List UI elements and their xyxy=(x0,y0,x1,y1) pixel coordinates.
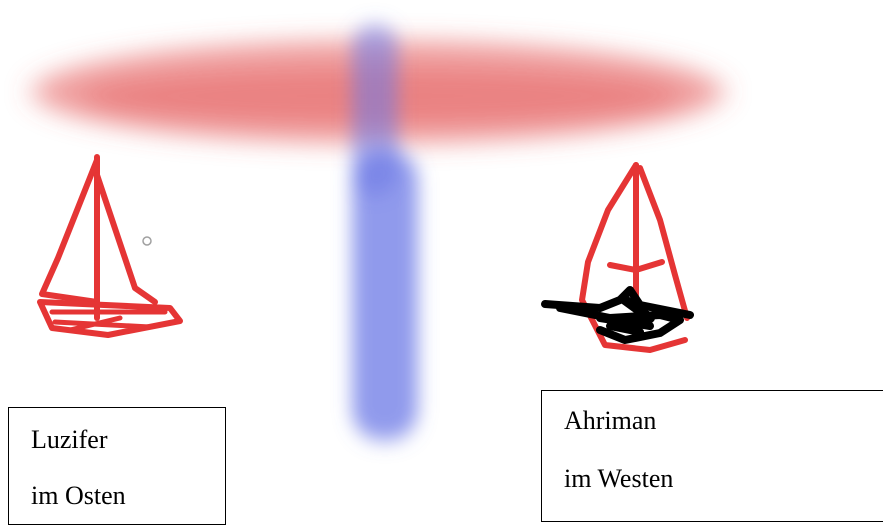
right-cargo xyxy=(541,286,694,344)
left-label-name: Luzifer xyxy=(31,425,108,454)
right-boat xyxy=(579,162,690,353)
right-label-box: Ahriman im Westen xyxy=(541,390,883,522)
left-label-box: Luzifer im Osten xyxy=(8,407,226,525)
left-label-direction: im Osten xyxy=(31,481,126,510)
right-label-name: Ahriman xyxy=(564,406,657,435)
left-boat xyxy=(37,154,183,338)
small-dot xyxy=(142,236,152,246)
center-pillar xyxy=(352,25,418,440)
right-label-direction: im Westen xyxy=(564,464,674,493)
